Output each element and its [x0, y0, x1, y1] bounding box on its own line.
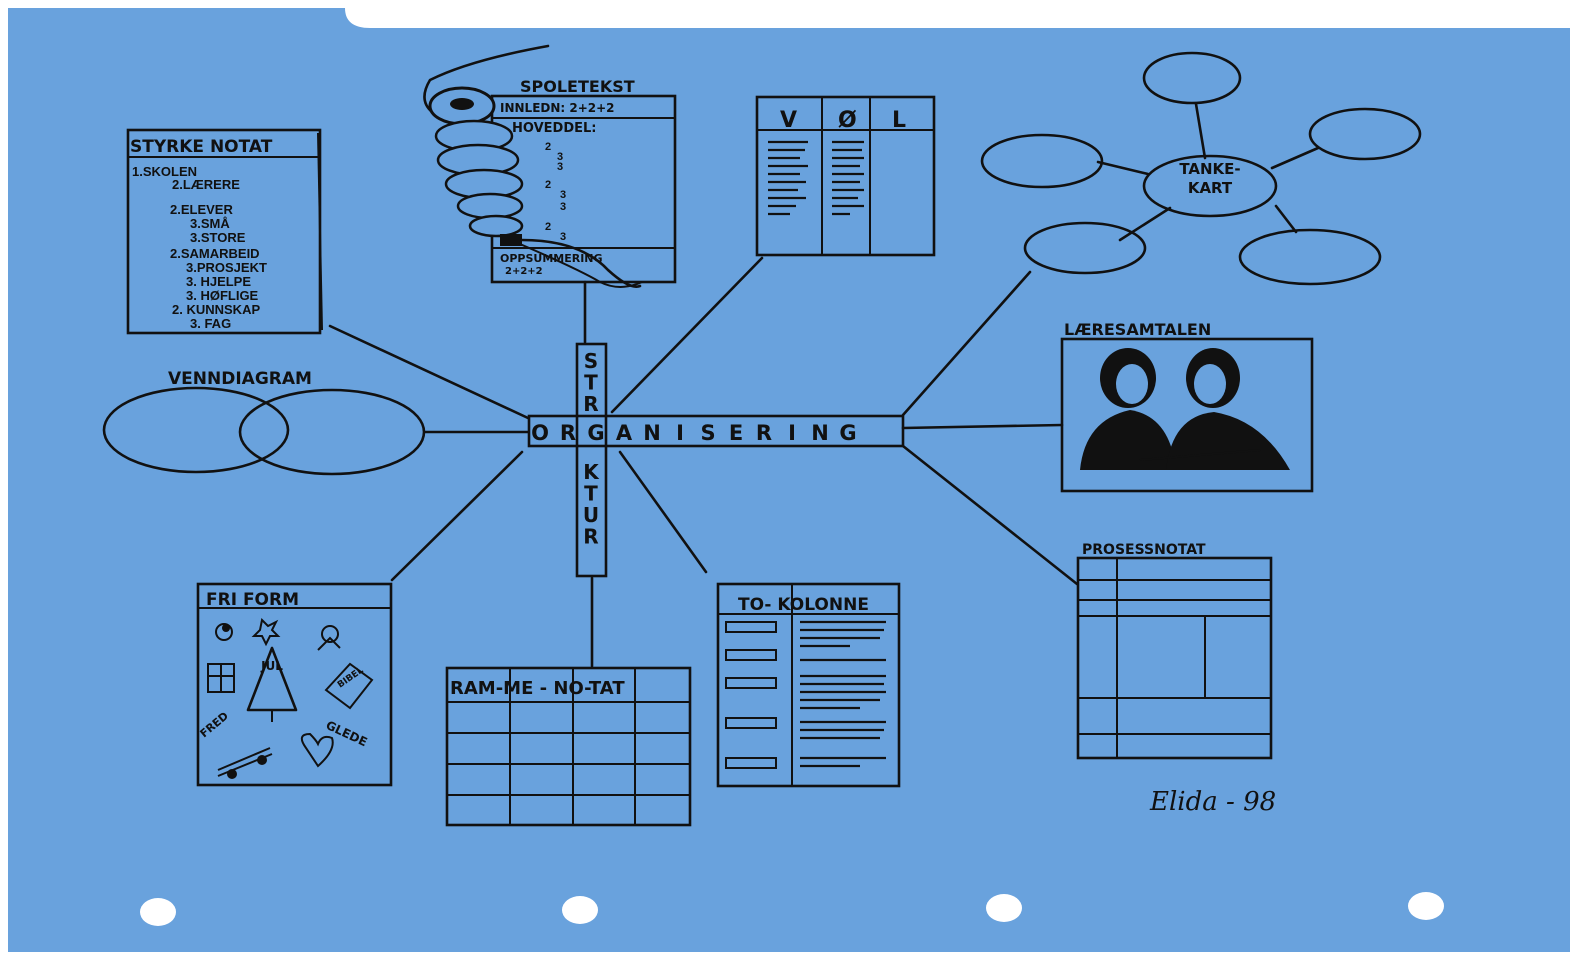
binder-hole: [562, 896, 598, 924]
organisering-letter: A: [616, 421, 633, 445]
svg-text:2: 2: [545, 141, 551, 153]
styrke-line: 3.STORE: [190, 230, 246, 245]
svg-text:3: 3: [560, 231, 566, 243]
struktur-letter: T: [584, 482, 598, 506]
spoletekst-line: INNLEDN: 2+2+2: [500, 101, 615, 115]
organisering-letter: R: [756, 421, 772, 445]
struktur-letter: K: [583, 460, 600, 484]
prosessnotat-title: PROSESSNOTAT: [1082, 542, 1206, 558]
laeresamtalen-title: LÆRESAMTALEN: [1064, 320, 1211, 339]
binder-hole: [140, 898, 176, 926]
struktur-letter: U: [583, 503, 599, 527]
rammenotat-title: RAM-ME - NO-TAT: [450, 678, 625, 699]
struktur-letter: R: [583, 392, 598, 416]
signature: Elida - 98: [1149, 787, 1276, 817]
svg-text:2: 2: [545, 179, 551, 191]
styrke-line: 2.LÆRERE: [172, 177, 240, 192]
styrke-line: 2.ELEVER: [170, 202, 233, 217]
struktur-letter: R: [583, 525, 598, 549]
struktur-letter: S: [584, 349, 598, 373]
styrke-line: 2.SAMARBEID: [170, 246, 260, 261]
vol-header-o: Ø: [838, 108, 857, 133]
styrke-line: 3.PROSJEKT: [186, 260, 267, 275]
organisering-letter: R: [560, 421, 576, 445]
styrke-line: 3.SMÅ: [190, 216, 230, 231]
organisering-letter: O: [531, 421, 549, 445]
organisering-letter: N: [643, 421, 661, 445]
svg-text:3: 3: [560, 201, 566, 213]
struktur-letter: T: [584, 371, 598, 395]
tokolonne-title: TO- KOLONNE: [738, 595, 869, 615]
binder-hole: [1408, 892, 1444, 920]
organisering-letter: S: [700, 421, 715, 445]
styrke-line: 3. FAG: [190, 316, 231, 331]
venndiagram-title: VENNDIAGRAM: [168, 369, 312, 389]
binder-hole: [986, 894, 1022, 922]
svg-text:3: 3: [560, 189, 566, 201]
spoletekst-title: SPOLETEKST: [520, 77, 635, 96]
styrke-notat-title: STYRKE NOTAT: [130, 137, 273, 157]
svg-text:3: 3: [557, 161, 563, 173]
tankekart-label-1: TANKE-: [1179, 160, 1240, 178]
vol-header-v: V: [780, 108, 797, 133]
organisering-letter: I: [676, 421, 684, 445]
vol-header-l: L: [892, 108, 906, 133]
organisering-letter: G: [839, 421, 856, 445]
organisering-letter: E: [729, 421, 743, 445]
spoletekst-line: HOVEDDEL:: [512, 121, 596, 136]
styrke-line: 3. HJELPE: [186, 274, 251, 289]
friform-word-jul: JUL: [260, 659, 283, 673]
styrke-line: 3. HØFLIGE: [186, 288, 259, 303]
svg-text:2: 2: [545, 221, 551, 233]
organisering-letter: I: [788, 421, 796, 445]
styrke-line: 2. KUNNSKAP: [172, 302, 260, 317]
organisering-letter: G: [587, 421, 604, 445]
spoletekst-line: 2+2+2: [505, 266, 543, 277]
tankekart-label-2: KART: [1188, 179, 1233, 197]
organisering-letter: N: [811, 421, 829, 445]
